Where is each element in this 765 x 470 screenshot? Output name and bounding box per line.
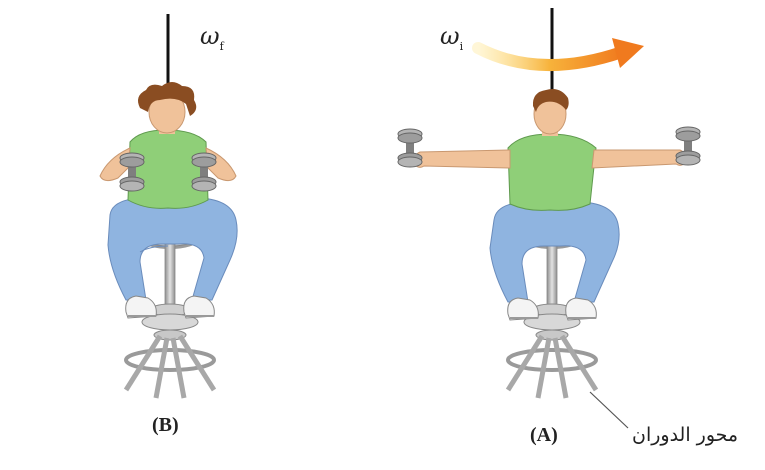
figure-a (398, 8, 700, 398)
dumbbell-icon (398, 129, 422, 167)
shirt-a (508, 134, 596, 210)
rotation-arrow-icon (478, 48, 622, 65)
omega-i-label: ωi (440, 22, 463, 53)
shirt-b (128, 130, 208, 208)
rotation-axis-label: محور الدوران (632, 424, 738, 446)
omega-f-label: ωf (200, 22, 224, 53)
dumbbell-icon (676, 127, 700, 165)
panel-label-a: (A) (530, 424, 558, 447)
panel-label-b: (B) (152, 414, 179, 437)
figure-b (100, 14, 237, 398)
axis-leader-line (590, 392, 628, 428)
